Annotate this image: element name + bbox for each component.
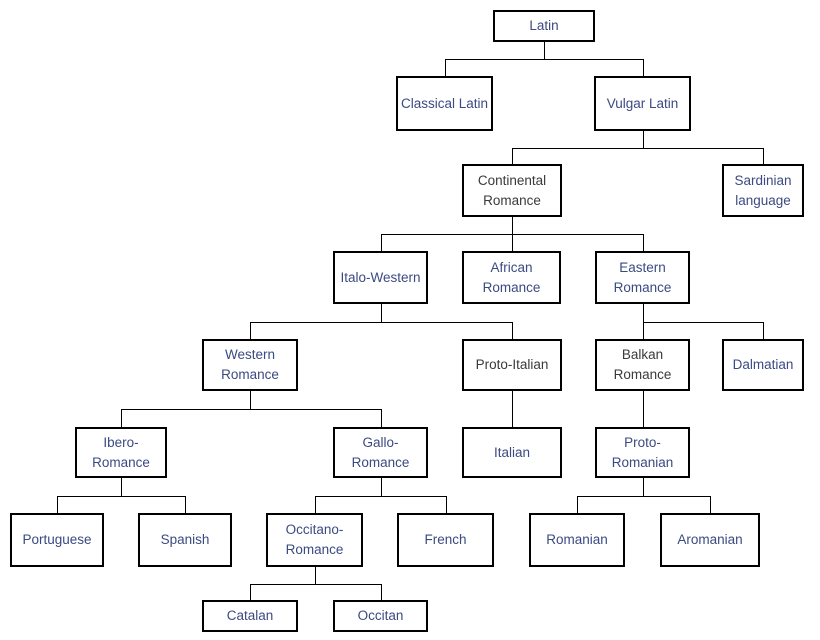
connector-drop-catalan <box>250 584 251 600</box>
connector-stem-balkan-romance <box>643 391 644 409</box>
tree-node-label: Balkan Romance <box>613 347 672 382</box>
tree-node-spanish[interactable]: Spanish <box>138 513 232 567</box>
tree-node-catalan[interactable]: Catalan <box>202 600 298 632</box>
connector-bus-vulgar-latin <box>512 148 763 149</box>
connector-drop-dalmatian <box>763 322 764 339</box>
connector-drop-spanish <box>185 496 186 513</box>
connector-drop-balkan-romance <box>643 322 644 339</box>
connector-drop-italo-western <box>381 234 382 251</box>
tree-node-occitano-romance[interactable]: Occitano-Romance <box>266 513 363 567</box>
tree-node-ibero-romance[interactable]: Ibero-Romance <box>75 427 167 478</box>
tree-node-western-romance[interactable]: Western Romance <box>202 339 298 391</box>
connector-stem-gallo-romance <box>381 478 382 496</box>
connector-drop-western-romance <box>250 322 251 339</box>
connector-stem-vulgar-latin <box>643 131 644 148</box>
tree-node-proto-romanian[interactable]: Proto-Romanian <box>595 427 690 478</box>
connector-drop-french <box>446 496 447 513</box>
tree-node-occitan[interactable]: Occitan <box>333 600 428 632</box>
connector-drop-continental-romance <box>512 148 513 164</box>
tree-node-label: French <box>424 532 467 548</box>
tree-node-label: Gallo-Romance <box>351 434 410 470</box>
connector-bus-eastern-romance <box>643 322 763 323</box>
connector-drop-vulgar-latin <box>643 59 644 76</box>
tree-node-dalmatian[interactable]: Dalmatian <box>722 339 804 391</box>
connector-drop-occitano-romance <box>315 496 316 513</box>
connector-drop-proto-romanian <box>643 409 644 427</box>
tree-node-label: Occitan <box>357 608 404 624</box>
tree-node-label: Proto-Romanian <box>611 434 674 470</box>
tree-node-african-romance[interactable]: African Romance <box>462 251 561 304</box>
connector-drop-african-romance <box>512 234 513 251</box>
tree-node-romanian[interactable]: Romanian <box>529 513 625 567</box>
tree-node-label: African Romance <box>482 259 541 295</box>
tree-node-label: Eastern Romance <box>613 259 672 295</box>
tree-node-balkan-romance: Balkan Romance <box>595 339 690 391</box>
connector-drop-occitan <box>381 584 382 600</box>
connector-bus-gallo-romance <box>315 496 446 497</box>
connector-stem-western-romance <box>250 391 251 409</box>
tree-node-label: Western Romance <box>221 347 279 382</box>
tree-node-label: Proto-Italian <box>475 357 549 373</box>
tree-node-label: Latin <box>529 18 559 34</box>
connector-stem-occitano-romance <box>315 567 316 584</box>
connector-drop-aromanian <box>710 496 711 513</box>
connector-drop-romanian <box>577 496 578 513</box>
tree-node-eastern-romance[interactable]: Eastern Romance <box>595 251 690 304</box>
connector-stem-proto-romanian <box>643 478 644 496</box>
tree-node-label: Spanish <box>160 532 210 548</box>
tree-node-label: Classical Latin <box>400 95 489 111</box>
tree-node-proto-italian: Proto-Italian <box>462 339 562 391</box>
tree-node-label: Aromanian <box>677 532 743 548</box>
tree-node-label: Italian <box>493 444 531 460</box>
connector-bus-proto-romanian <box>577 496 710 497</box>
tree-node-latin[interactable]: Latin <box>493 10 595 42</box>
connector-bus-ibero-romance <box>57 496 185 497</box>
connector-stem-italo-western <box>381 304 382 322</box>
tree-node-label: Ibero-Romance <box>92 434 150 470</box>
tree-node-aromanian[interactable]: Aromanian <box>660 513 760 567</box>
connector-drop-ibero-romance <box>121 409 122 427</box>
tree-node-label: Catalan <box>226 608 274 624</box>
tree-node-portuguese[interactable]: Portuguese <box>10 513 104 567</box>
connector-drop-portuguese <box>57 496 58 513</box>
connector-stem-eastern-romance <box>643 304 644 322</box>
tree-node-french[interactable]: French <box>397 513 494 567</box>
connector-bus-latin <box>445 59 643 60</box>
connector-bus-western-romance <box>121 409 381 410</box>
connector-drop-proto-italian <box>512 322 513 339</box>
tree-node-label: Romanian <box>546 532 608 548</box>
tree-node-label: Continental Romance <box>477 172 547 208</box>
tree-node-label: Portuguese <box>22 532 92 548</box>
tree-node-label: Sardinian language <box>734 172 792 208</box>
connector-bus-occitano-romance <box>250 584 381 585</box>
tree-node-label: Italo-Western <box>340 269 421 285</box>
connector-stem-ibero-romance <box>121 478 122 496</box>
tree-node-continental-romance: Continental Romance <box>462 164 562 217</box>
connector-drop-sardinian-language <box>763 148 764 164</box>
connector-drop-eastern-romance <box>643 234 644 251</box>
tree-node-sardinian-language[interactable]: Sardinian language <box>722 164 804 217</box>
connector-bus-italo-western <box>250 322 512 323</box>
connector-stem-proto-italian <box>512 391 513 409</box>
tree-node-label: Occitano-Romance <box>285 522 344 557</box>
tree-node-vulgar-latin[interactable]: Vulgar Latin <box>594 76 691 131</box>
connector-stem-continental-romance <box>512 217 513 234</box>
tree-node-gallo-romance[interactable]: Gallo-Romance <box>333 427 428 478</box>
connector-drop-classical-latin <box>445 59 446 76</box>
tree-node-label: Vulgar Latin <box>606 95 679 111</box>
connector-stem-latin <box>544 42 545 59</box>
tree-node-italian[interactable]: Italian <box>462 427 562 478</box>
tree-node-classical-latin[interactable]: Classical Latin <box>396 76 493 131</box>
connector-drop-gallo-romance <box>381 409 382 427</box>
tree-node-italo-western[interactable]: Italo-Western <box>333 251 428 304</box>
connector-drop-italian <box>512 409 513 427</box>
tree-node-label: Dalmatian <box>732 357 794 373</box>
